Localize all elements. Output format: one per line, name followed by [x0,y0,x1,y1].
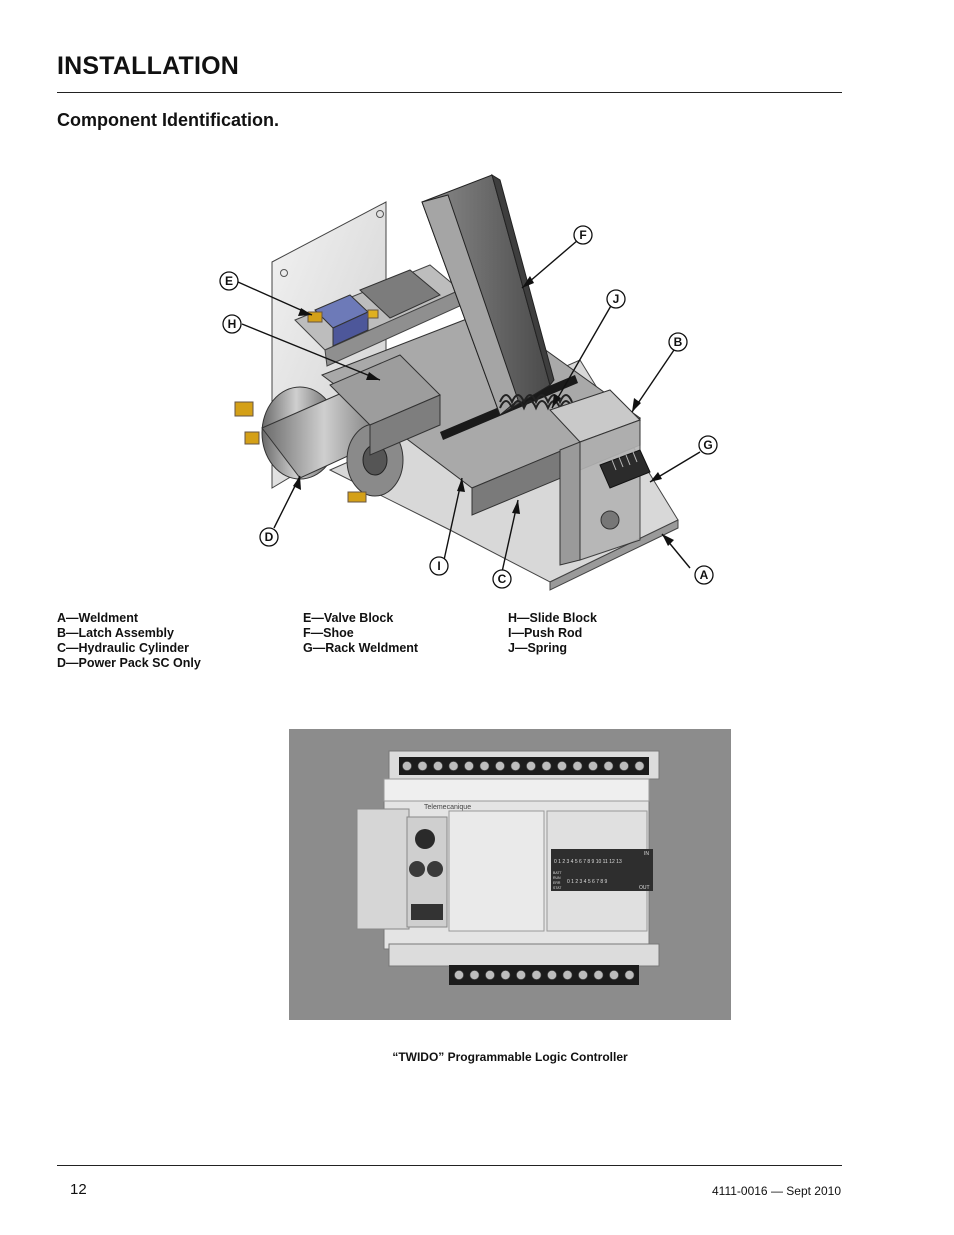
status-label: ERR [553,881,561,885]
terminal-screw [454,970,464,980]
status-label: STAT [553,886,562,890]
callout-e-label: E [225,274,233,288]
callout-b-label: B [674,335,683,349]
brand-label: Telemecanique [424,804,471,811]
legend-item: G—Rack Weldment [303,641,419,655]
terminal-screw [402,761,412,771]
callout-a-label: A [700,568,709,582]
terminal-screw [479,761,490,771]
terminal-screw [526,761,536,771]
terminal-screw [516,970,526,980]
document-id: 4111-0016 — Sept 2010 [712,1184,841,1198]
status-label: RUN [553,876,561,880]
plc-illustration: Telemecanique 0 1 2 3 4 5 6 7 8 9 10 11 … [289,729,731,1020]
terminal-screw [495,761,505,771]
callout-g [698,435,718,455]
page-number: 12 [70,1181,87,1198]
terminal-screw [417,761,428,771]
legend-item: E—Valve Block [303,611,394,625]
out-label: OUT [639,885,650,891]
legend-item: B—Latch Assembly [57,626,174,640]
terminal-screw [464,761,474,771]
legend-item: H—Slide Block [508,611,597,625]
status-label: BATT [553,871,563,875]
callout-j-label: J [613,292,620,306]
header-rule [57,92,842,93]
callout-a [694,565,714,585]
callout-g-label: G [703,438,712,452]
terminal-screw [541,761,552,771]
section-title: INSTALLATION [57,52,240,80]
terminal-screw [510,761,521,771]
legend-column-2: E—Valve Block F—Shoe G—Rack Weldment [303,611,418,656]
callout-e [219,271,239,291]
plc-caption: “TWIDO” Programmable Logic Controller [392,1050,628,1064]
in-label: IN [644,851,649,857]
callout-d [259,527,279,547]
terminal-screw [624,970,635,980]
callout-f-label: F [579,228,586,242]
legend-item: I—Push Rod [508,626,583,640]
terminal-screw [547,970,557,980]
component-drawing: A B C D E F G H I J [219,173,718,591]
legend-column-3: H—Slide Block I—Push Rod J—Spring [508,611,597,656]
callout-c [492,569,512,589]
legend-item: A—Weldment [57,611,139,625]
legend-column-1: A—Weldment B—Latch Assembly C—Hydraulic … [57,611,201,671]
terminal-screw [609,970,619,980]
in-numbers: 0 1 2 3 4 5 6 7 8 9 10 11 12 13 [554,859,622,865]
terminal-screw [619,761,629,771]
terminal-screw [603,761,614,771]
callout-f [573,225,593,245]
out-numbers: 0 1 2 3 4 5 6 7 8 9 [567,879,608,885]
rack-weldment [599,449,651,489]
legend-item: F—Shoe [303,626,354,640]
terminal-screw [531,970,542,980]
callout-c-label: C [498,572,507,586]
terminal-screw [557,761,567,771]
component-identification-heading: Component Identification. [57,110,279,130]
callout-i-label: I [437,559,440,573]
terminal-screw [578,970,588,980]
terminal-screw [485,970,495,980]
terminal-screw [634,761,645,771]
footer-rule [57,1165,842,1166]
callout-h [222,314,242,334]
legend-item: D—Power Pack SC Only [57,656,201,670]
terminal-screw [562,970,573,980]
callout-h-label: H [228,317,237,331]
legend-item: J—Spring [508,641,568,655]
terminal-screw [448,761,459,771]
terminal-screw [593,970,604,980]
terminal-screw [433,761,443,771]
terminal-screw [588,761,598,771]
terminal-screw [572,761,583,771]
callout-b [668,332,688,352]
callout-i [429,556,449,576]
plc-photo: Telemecanique 0 1 2 3 4 5 6 7 8 9 10 11 … [289,729,731,1020]
legend-item: C—Hydraulic Cylinder [57,641,189,655]
callout-d-label: D [265,530,274,544]
terminal-screw [500,970,511,980]
callout-j [606,289,626,309]
terminal-screw [469,970,480,980]
